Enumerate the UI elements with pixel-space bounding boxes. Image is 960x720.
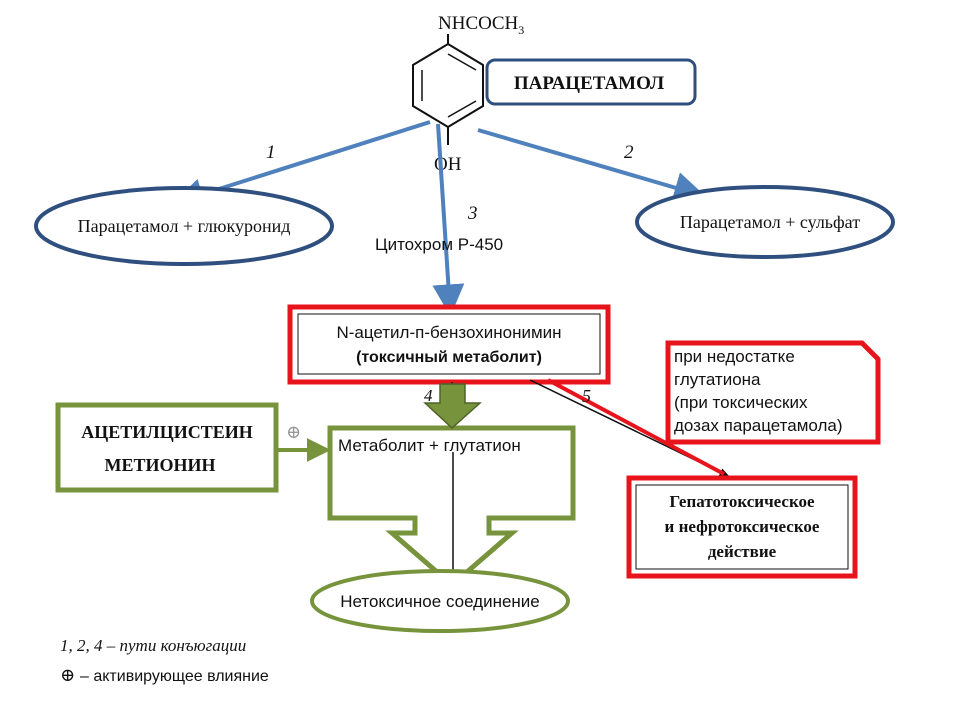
- path-label-5: 5: [582, 386, 591, 406]
- arrow-path-2: [477, 128, 707, 204]
- toxic-line-3: действие: [708, 542, 777, 561]
- napqi-inner-frame: [297, 313, 601, 375]
- paracetamol-title: ПАРАЦЕТАМОЛ: [514, 73, 664, 94]
- path-label-1: 1: [266, 142, 276, 163]
- sulfate-ellipse: [635, 185, 895, 259]
- benzene-ring: [412, 42, 484, 129]
- antidote-line-2: МЕТИОНИН: [104, 455, 215, 475]
- metabolite-glutathione-label: Метаболит + глутатион: [338, 436, 521, 455]
- cytochrome-label: Цитохром Р-450: [375, 235, 503, 254]
- legend-conjugation: 1, 2, 4 – пути конъюгации: [60, 636, 246, 655]
- note-line-3: (при токсических: [674, 393, 808, 412]
- nontoxic-ellipse: [310, 569, 570, 633]
- toxic-line-2: и нефротоксическое: [665, 517, 820, 536]
- sulfate-label: Парацетамол + сульфат: [680, 212, 860, 232]
- green-down-arrow: [423, 383, 482, 430]
- glutathione-note-box: [665, 340, 881, 445]
- note-line-4: дозах парацетамола): [674, 416, 843, 435]
- metabolite-glutathione-block: [327, 425, 576, 589]
- activating-plus-symbol: ⊕: [286, 422, 301, 442]
- arrow-path-5-red: [547, 378, 725, 476]
- glucuronide-ellipse: [34, 186, 334, 266]
- nontoxic-label: Нетоксичное соединение: [340, 592, 540, 611]
- napqi-line-2: (токсичный метаболит): [356, 349, 542, 366]
- path-label-3: 3: [467, 203, 478, 224]
- antidote-box: [55, 402, 279, 493]
- nhcoch3-label: NHCOCH3: [438, 13, 524, 37]
- ring-double-bond: [447, 53, 477, 71]
- napqi-line-1: N-ацетил-п-бензохинонимин: [336, 323, 561, 342]
- antidote-line-1: АЦЕТИЛЦИСТЕИН: [81, 422, 252, 442]
- path-label-2: 2: [624, 142, 634, 163]
- napqi-box: [287, 304, 611, 385]
- toxic-line-1: Гепатотоксическое: [669, 492, 815, 511]
- note-line-2: глутатиона: [674, 370, 761, 389]
- toxic-effect-inner-frame: [635, 484, 849, 570]
- glucuronide-label: Парацетамол + глюкуронид: [78, 216, 291, 236]
- legend: 1, 2, 4 – пути конъюгации ⊕ – активирующ…: [60, 636, 269, 685]
- toxic-effect-box: [626, 475, 858, 579]
- note-line-1: при недостатке: [674, 347, 795, 366]
- paracetamol-box: [485, 58, 697, 106]
- ring-double-bond: [447, 100, 477, 118]
- arrow-path-3: [432, 123, 465, 317]
- legend-activating: – активирующее влияние: [80, 668, 269, 685]
- legend-activating-symbol: ⊕: [60, 665, 75, 685]
- path-label-4: 4: [424, 386, 433, 405]
